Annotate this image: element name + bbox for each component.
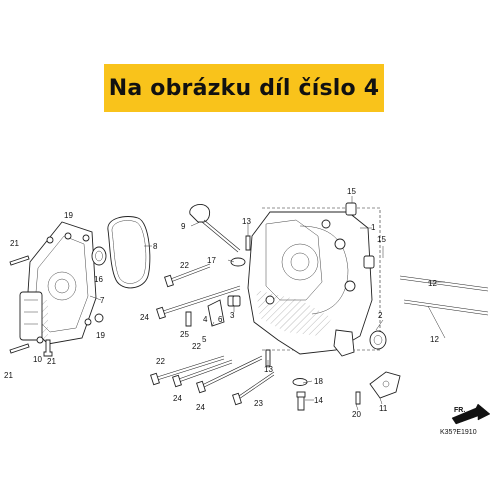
dowel-pins: [345, 202, 375, 269]
callout-25: 25: [180, 330, 189, 339]
callout-8: 8: [153, 242, 158, 251]
bearing: [369, 330, 387, 350]
callout-24a: 24: [140, 313, 149, 322]
callout-5: 5: [202, 335, 207, 344]
callout-labels: 1 2 3 4 5 6 7 8 9 10 11 12 12 13 13 14 1…: [4, 187, 477, 436]
callout-12a: 12: [428, 279, 437, 288]
oil-seal: [91, 246, 107, 266]
callout-22c: 22: [156, 357, 165, 366]
front-direction-arrow: [451, 403, 491, 425]
crankcase-half: [247, 207, 381, 357]
callout-18: 18: [314, 377, 323, 386]
bracket: [369, 371, 401, 399]
part-banner: Na obrázku díl číslo 4: [104, 64, 384, 112]
callout-9: 9: [181, 222, 186, 231]
small-hardware: [185, 235, 361, 411]
callout-21c: 21: [4, 371, 13, 380]
pump-cover-assembly: [19, 221, 97, 345]
callout-21b: 21: [47, 357, 56, 366]
callout-7: 7: [100, 296, 105, 305]
callout-23: 23: [254, 399, 263, 408]
case-bolts: [150, 263, 275, 406]
callout-10: 10: [33, 355, 42, 364]
callout-3: 3: [230, 311, 235, 320]
callout-15b: 15: [377, 235, 386, 244]
callout-6: 6: [218, 315, 223, 324]
callout-21a: 21: [10, 239, 19, 248]
callout-16: 16: [94, 275, 103, 284]
diagram-code: K35?E1910: [440, 429, 477, 436]
callout-13b: 13: [264, 365, 273, 374]
callout-2: 2: [378, 311, 383, 320]
callout-17: 17: [207, 256, 216, 265]
leader-lines: [89, 196, 446, 411]
callout-19b: 19: [96, 331, 105, 340]
callout-4: 4: [203, 315, 208, 324]
callout-22b: 22: [192, 342, 201, 351]
left-bolts: [9, 232, 104, 357]
callout-22a: 22: [180, 261, 189, 270]
banner-text: Na obrázku díl číslo 4: [108, 75, 380, 101]
callout-20: 20: [352, 410, 361, 419]
callout-13a: 13: [242, 217, 251, 226]
drive-belt-ring: [107, 216, 151, 289]
long-studs: [399, 275, 489, 316]
dipstick: [189, 203, 246, 267]
callout-24b: 24: [173, 394, 182, 403]
front-direction-label: FR.: [454, 407, 465, 414]
callout-11: 11: [379, 404, 388, 413]
callout-14: 14: [314, 396, 323, 405]
callout-19a: 19: [64, 211, 73, 220]
callout-24c: 24: [196, 403, 205, 412]
callout-12b: 12: [430, 335, 439, 344]
callout-15a: 15: [347, 187, 356, 196]
callout-1: 1: [371, 223, 376, 232]
